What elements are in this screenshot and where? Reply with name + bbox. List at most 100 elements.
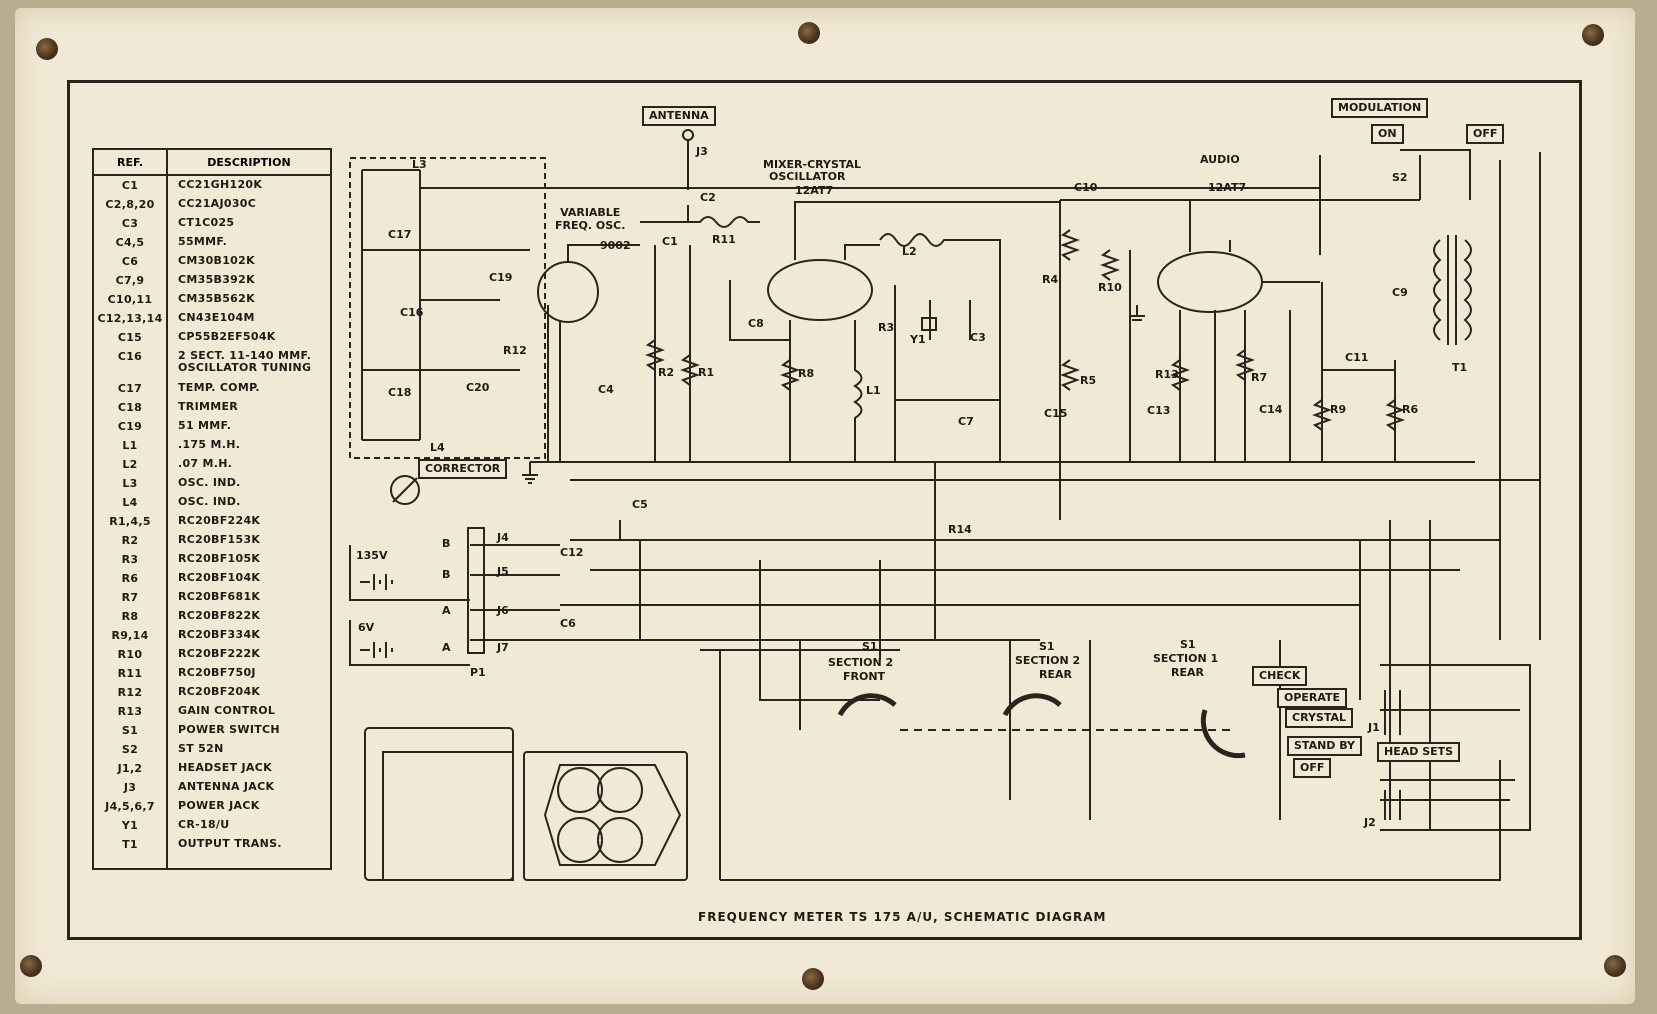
part-ref: R9,14 — [111, 629, 149, 642]
part-description: RC20BF153K — [178, 533, 261, 546]
part-description: 2 SECT. 11-140 MMF. OSCILLATOR TUNING — [178, 349, 312, 374]
component-label-y1: Y1 — [910, 333, 926, 346]
stand-by-position-label: STAND BY — [1287, 736, 1362, 756]
component-label-c14: C14 — [1259, 403, 1283, 416]
part-ref: C1 — [121, 179, 139, 192]
part-ref: R10 — [117, 648, 143, 661]
diagram-title: FREQUENCY METER TS 175 A/U, SCHEMATIC DI… — [698, 910, 1107, 924]
component-label-c20: C20 — [466, 381, 490, 394]
part-ref: J3 — [123, 781, 137, 794]
part-ref: R7 — [121, 591, 139, 604]
component-label-r8: R8 — [798, 367, 815, 380]
screw-bottom-right — [1604, 955, 1626, 977]
component-label-c4: C4 — [598, 383, 614, 396]
part-description: CN43E104M — [178, 311, 255, 324]
s1-rear2-label-2: SECTION 2 — [1015, 654, 1081, 667]
part-description: RC20BF334K — [178, 628, 261, 641]
s1-rear1-label-2: SECTION 1 — [1153, 652, 1219, 665]
component-label-r11: R11 — [712, 233, 736, 246]
component-label-c6: C6 — [560, 617, 576, 630]
description-column-header: DESCRIPTION — [207, 155, 291, 169]
operate-position-label: OPERATE — [1277, 688, 1348, 708]
vfo-tube-label: 9002 — [600, 239, 631, 252]
diagram-border — [67, 80, 1582, 940]
part-description: .175 M.H. — [178, 438, 241, 451]
part-description: RC20BF822K — [178, 609, 261, 622]
component-label-r5: R5 — [1080, 374, 1097, 387]
component-label-r10: R10 — [1098, 281, 1122, 294]
part-description: .07 M.H. — [178, 457, 233, 470]
part-description: CM35B392K — [178, 273, 255, 286]
component-label-c1: C1 — [662, 235, 678, 248]
parts-table-row: J3 ANTENNA JACK — [94, 778, 330, 797]
parts-table-row: C16 2 SECT. 11-140 MMF. OSCILLATOR TUNING — [94, 347, 330, 379]
part-ref: C16 — [117, 350, 143, 363]
part-ref: C10,11 — [107, 293, 153, 306]
component-label-c19: C19 — [489, 271, 513, 284]
component-label-r4: R4 — [1042, 273, 1059, 286]
s1-front-label-1: S1 — [862, 640, 878, 653]
screw-top-right — [1582, 24, 1604, 46]
part-description: CM30B102K — [178, 254, 255, 267]
component-label-r12: R12 — [503, 344, 527, 357]
corrector-label: CORRECTOR — [418, 459, 508, 479]
parts-table-row: C6 CM30B102K — [94, 252, 330, 271]
part-ref: C3 — [121, 217, 139, 230]
part-description: POWER SWITCH — [178, 723, 280, 736]
mixer-stage-label-2: OSCILLATOR — [769, 170, 846, 183]
part-description: RC20BF204K — [178, 685, 261, 698]
part-description: RC20BF222K — [178, 647, 261, 660]
component-label-l1: L1 — [866, 384, 881, 397]
component-label-a1: A — [442, 604, 451, 617]
part-ref: C6 — [121, 255, 139, 268]
part-description: GAIN CONTROL — [178, 704, 276, 717]
part-description: CP55B2EF504K — [178, 330, 276, 343]
component-label-c3: C3 — [970, 331, 986, 344]
part-ref: C18 — [117, 401, 143, 414]
part-ref: R3 — [121, 553, 139, 566]
part-description: TEMP. COMP. — [178, 381, 260, 394]
component-label-r6: R6 — [1402, 403, 1419, 416]
parts-table-row: R9,14 RC20BF334K — [94, 626, 330, 645]
part-description: ST 52N — [178, 742, 224, 755]
parts-table-row: R13 GAIN CONTROL — [94, 702, 330, 721]
part-description: CC21GH120K — [178, 178, 263, 191]
component-label-j7: J7 — [497, 641, 509, 654]
head-sets-label: HEAD SETS — [1377, 742, 1461, 762]
column-divider — [166, 174, 168, 868]
component-label-c2: C2 — [700, 191, 716, 204]
parts-table-row: L2.07 M.H. — [94, 455, 330, 474]
component-label-r1: R1 — [698, 366, 715, 379]
s1-rear1-label-1: S1 — [1180, 638, 1196, 651]
screw-bottom-center — [802, 968, 824, 990]
component-label-c16: C16 — [400, 306, 424, 319]
component-label-l3: L3 — [412, 158, 427, 171]
part-description: OSC. IND. — [178, 495, 241, 508]
component-label-c9: C9 — [1392, 286, 1408, 299]
parts-table-row: L1.175 M.H. — [94, 436, 330, 455]
s1-rear2-label-3: REAR — [1039, 668, 1072, 681]
component-label-r14: R14 — [948, 523, 972, 536]
part-description: CM35B562K — [178, 292, 255, 305]
part-description: TRIMMER — [178, 400, 239, 413]
mixer-tube-label: 12AT7 — [795, 184, 834, 197]
part-description: ANTENNA JACK — [178, 780, 275, 793]
part-description: 55MMF. — [178, 235, 228, 248]
part-description: 51 MMF. — [178, 419, 232, 432]
vfo-stage-label: VARIABLE FREQ. OSC. — [555, 206, 626, 232]
part-ref: R13 — [117, 705, 143, 718]
component-label-l2: L2 — [902, 245, 917, 258]
screw-top-center — [798, 22, 820, 44]
component-label-r2: R2 — [658, 366, 675, 379]
